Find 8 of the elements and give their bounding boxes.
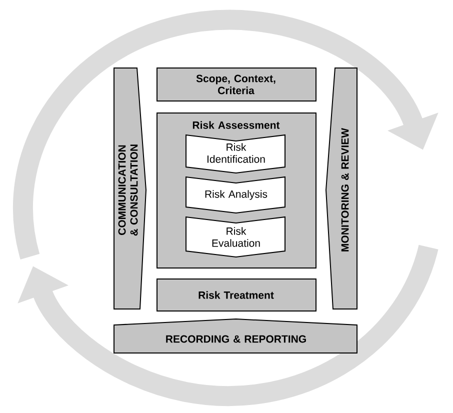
side-band: MONITORING & REVIEW — [326, 68, 358, 310]
process-box: Risk Treatment — [156, 278, 316, 312]
side-band: COMMUNICATION & CONSULTATION — [114, 68, 146, 310]
band-box: RECORDING & REPORTING — [114, 318, 358, 354]
chevron-box: Risk Evaluation — [186, 216, 286, 258]
process-box: Scope, Context, Criteria — [156, 68, 316, 102]
chevron-box: Risk Analysis — [186, 176, 286, 214]
chevron-box: Risk Identification — [186, 134, 286, 174]
